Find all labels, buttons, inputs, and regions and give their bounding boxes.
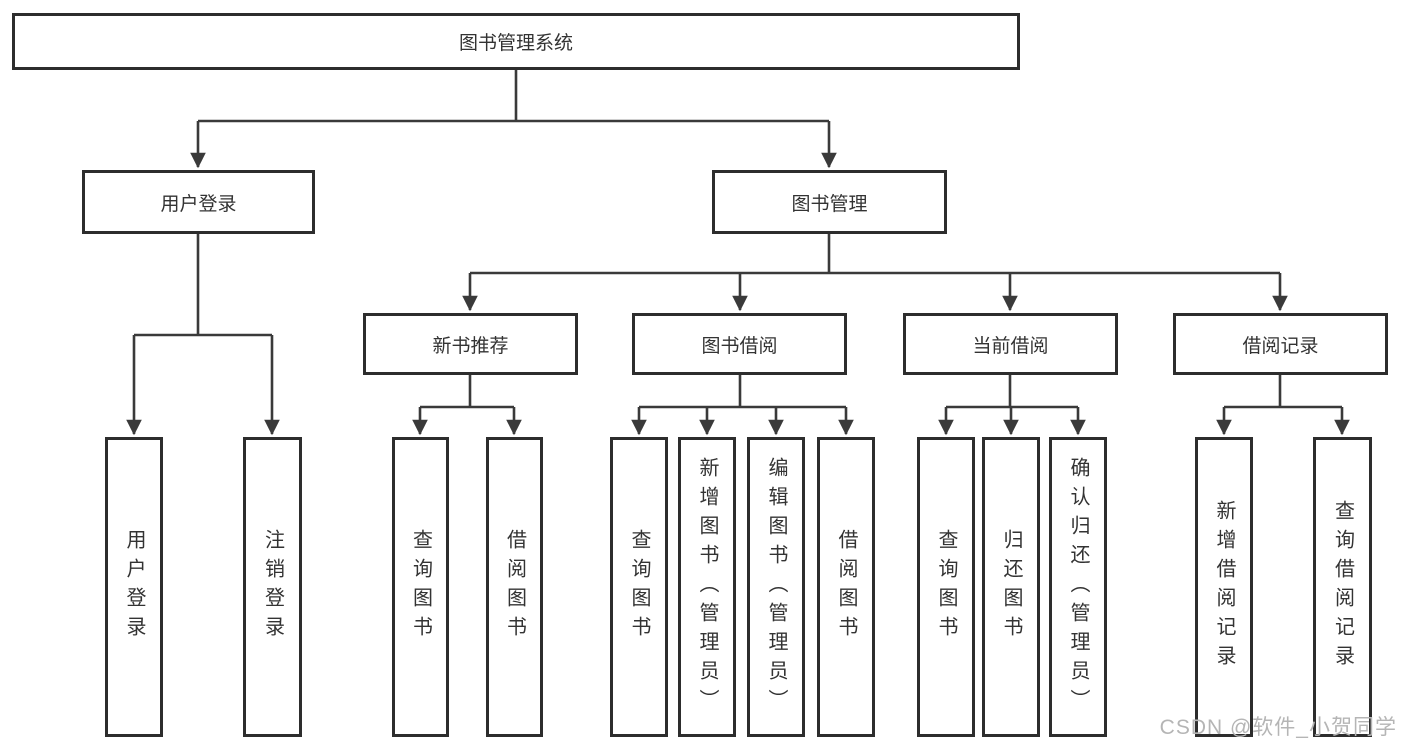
- node-leaf-user-login: 用户登录: [105, 437, 163, 737]
- node-label: 图书借阅: [701, 335, 778, 357]
- node-label: 图书管理: [791, 193, 868, 215]
- node-leaf-cb-return-book: 归还图书: [982, 437, 1040, 737]
- node-label: 借阅图书: [835, 529, 857, 645]
- node-label: 当前借阅: [972, 335, 1049, 357]
- node-root-system: 图书管理系统: [12, 13, 1020, 70]
- node-leaf-br-query-record: 查询借阅记录: [1313, 437, 1372, 737]
- node-leaf-bb-borrow-book: 借阅图书: [817, 437, 875, 737]
- node-leaf-bb-query-book: 查询图书: [610, 437, 668, 737]
- edge-group-book-borrow: [631, 375, 854, 436]
- node-label: 归还图书: [1000, 529, 1022, 645]
- node-label: 确认归还（管理员）: [1067, 456, 1089, 718]
- node-label: 编辑图书（管理员）: [765, 456, 787, 718]
- node-leaf-bb-edit-book-admin: 编辑图书（管理员）: [747, 437, 805, 737]
- node-label: 用户登录: [160, 193, 237, 215]
- node-label: 借阅记录: [1242, 335, 1319, 357]
- edge-group-root: [190, 70, 837, 169]
- node-label: 注销登录: [261, 529, 284, 645]
- node-user-login: 用户登录: [82, 170, 315, 234]
- node-book-management: 图书管理: [712, 170, 947, 234]
- node-leaf-bb-add-book-admin: 新增图书（管理员）: [678, 437, 736, 737]
- node-label: 借阅图书: [503, 529, 526, 645]
- node-leaf-nbr-borrow-book: 借阅图书: [486, 437, 543, 737]
- edge-group-new-book-recommend: [412, 375, 522, 436]
- node-leaf-nbr-query-book: 查询图书: [392, 437, 449, 737]
- node-label: 图书管理系统: [458, 33, 573, 54]
- edge-group-borrow-record: [1216, 375, 1350, 436]
- node-label: 查询图书: [935, 529, 957, 645]
- node-leaf-br-add-record: 新增借阅记录: [1195, 437, 1253, 737]
- edge-group-current-borrow: [938, 375, 1086, 436]
- node-label: 用户登录: [123, 529, 145, 645]
- node-leaf-cb-query-book: 查询图书: [917, 437, 975, 737]
- node-label: 新增图书（管理员）: [696, 456, 718, 718]
- edge-group-book-management: [462, 234, 1288, 312]
- node-leaf-logout: 注销登录: [243, 437, 302, 737]
- node-label: 查询图书: [409, 529, 432, 645]
- node-borrow-record: 借阅记录: [1173, 313, 1388, 375]
- node-book-borrow: 图书借阅: [632, 313, 847, 375]
- node-label: 新增借阅记录: [1213, 500, 1235, 674]
- node-label: 新书推荐: [432, 335, 509, 357]
- node-leaf-cb-confirm-return-admin: 确认归还（管理员）: [1049, 437, 1107, 737]
- node-current-borrow: 当前借阅: [903, 313, 1118, 375]
- node-label: 查询借阅记录: [1331, 500, 1354, 674]
- edge-group-user-login: [126, 234, 280, 436]
- node-label: 查询图书: [628, 529, 650, 645]
- node-new-book-recommend: 新书推荐: [363, 313, 578, 375]
